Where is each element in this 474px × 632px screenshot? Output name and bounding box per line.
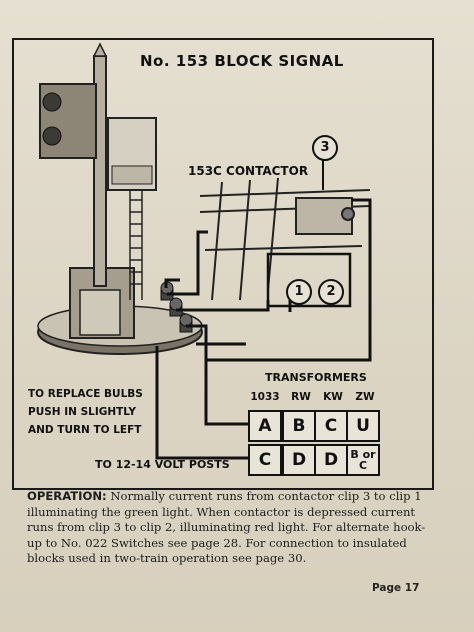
signal-head	[39, 83, 97, 159]
transformer-col-1033: 1033	[250, 391, 280, 403]
operation-text: Normally current runs from contactor cli…	[27, 489, 426, 566]
clip-box	[266, 252, 352, 308]
transformer-col-zw: ZW	[355, 391, 375, 403]
transformers-heading: TRANSFORMERS	[265, 371, 367, 384]
page-number: Page 17	[372, 582, 420, 594]
volt-posts-note: TO 12-14 VOLT POSTS	[95, 458, 230, 471]
bulb-note-line-1: TO REPLACE BULBS	[28, 388, 143, 400]
contactor-label: 153C CONTACTOR	[188, 164, 309, 178]
diagram-frame	[12, 38, 434, 490]
terminal-a-1033: A	[248, 410, 282, 442]
terminal-d-kw: D	[314, 444, 348, 476]
terminal-b-or-c-zw: B or C	[346, 444, 380, 476]
transformer-col-kw: KW	[323, 391, 343, 403]
signal-ladder	[129, 190, 143, 300]
wires	[155, 198, 372, 460]
terminal-u-zw: U	[346, 410, 380, 442]
page-title: No. 153 BLOCK SIGNAL	[140, 52, 344, 70]
operation-lead: OPERATION:	[27, 489, 107, 503]
clip-3-label: 3	[312, 135, 338, 161]
terminal-c-kw: C	[314, 410, 348, 442]
bulb-replacement-note: TO REPLACE BULBS PUSH IN SLIGHTLY AND TU…	[28, 385, 143, 439]
operation-paragraph: OPERATION: Normally current runs from co…	[27, 489, 427, 567]
transformer-col-rw: RW	[291, 391, 311, 403]
contactor-assembly	[199, 177, 371, 301]
bulb-note-line-3: AND TURN TO LEFT	[28, 424, 142, 436]
terminal-d-rw: D	[282, 444, 316, 476]
terminal-c-1033: C	[248, 444, 282, 476]
clip-1-label: 1	[286, 279, 312, 305]
terminal-b-rw: B	[282, 410, 316, 442]
clip-2-label: 2	[318, 279, 344, 305]
bulb-note-line-2: PUSH IN SLIGHTLY	[28, 406, 136, 418]
